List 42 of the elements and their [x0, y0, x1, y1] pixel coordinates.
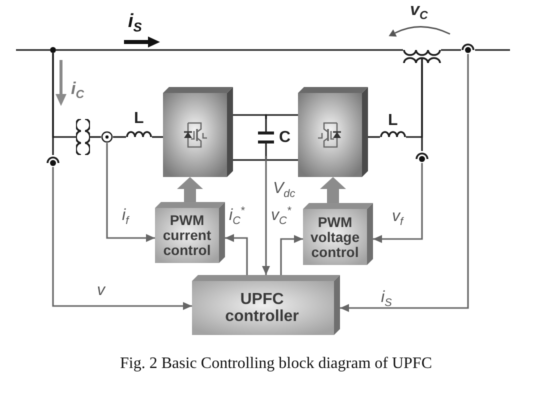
transformer-icon: [76, 119, 90, 155]
wire: [56, 49, 403, 51]
wire: [113, 136, 126, 138]
tap-point-icon: [101, 131, 113, 143]
variable-label: v$_{C}$: [410, 1, 428, 18]
wire: [421, 64, 423, 151]
wire: [16, 49, 50, 51]
variable-label: i$_{S}$: [128, 12, 142, 31]
sensor-icon: [415, 151, 429, 163]
edge-label: i$_{S}$: [380, 290, 393, 306]
wire: [52, 53, 54, 155]
arrow: [280, 235, 303, 275]
arrow: [262, 156, 270, 275]
wire: [441, 49, 461, 51]
thick-arrow: [177, 177, 203, 202]
arrow: [373, 163, 423, 243]
converter-block: [298, 87, 368, 177]
transformer-icon: [403, 49, 441, 64]
figure-caption: Fig. 2 Basic Controlling block diagram of UPFC: [120, 356, 432, 372]
wire: [265, 156, 298, 161]
arrow: [340, 54, 469, 312]
component-label: L: [134, 111, 144, 127]
wire: [475, 49, 510, 51]
wire: [265, 114, 298, 119]
wire: [233, 114, 267, 119]
junction-dot-icon: [50, 47, 56, 53]
edge-label: V$_{dc}$: [272, 181, 296, 197]
wire: [152, 136, 163, 138]
arrow: [106, 143, 155, 242]
variable-label: i$_{C}$: [71, 80, 84, 97]
sensor-icon: [46, 155, 60, 167]
wire: [233, 156, 267, 161]
component-label: C: [279, 130, 291, 146]
wire: [90, 136, 101, 138]
converter-block: [163, 87, 233, 177]
arrow: [52, 167, 192, 310]
wire: [368, 136, 380, 138]
sensor-icon: [461, 42, 475, 54]
component-label: L: [388, 113, 398, 129]
arrow: [225, 234, 248, 275]
thick-arrow: [320, 177, 346, 203]
edge-label: i$_{f}$: [121, 208, 130, 224]
